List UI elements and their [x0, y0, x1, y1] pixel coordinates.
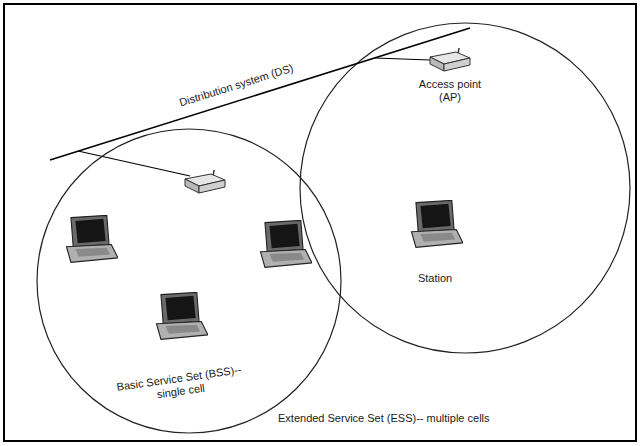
wire: [375, 58, 430, 60]
frame: [4, 4, 636, 441]
device-label: Station: [418, 272, 452, 285]
circle-outline: [37, 129, 341, 433]
device-label: Access point (AP): [413, 78, 487, 104]
set-label: Extended Service Set (ESS)-- multiple ce…: [276, 412, 492, 425]
icon: [430, 48, 470, 71]
system-label: Distribution system (DS): [176, 61, 297, 110]
icon: [411, 200, 463, 247]
laptop-icon: [66, 215, 118, 262]
laptop-icon: [156, 292, 208, 339]
access-point-icon: [428, 48, 472, 74]
cell-circle: [300, 23, 630, 353]
wire: [78, 151, 190, 176]
cell-circle: Basic Service Set (BSS)-- single cell: [36, 128, 342, 434]
distribution-line: [50, 28, 470, 160]
access-point-icon: [185, 170, 225, 193]
laptop-icon: [260, 220, 312, 267]
set-label: Basic Service Set (BSS)-- single cell: [104, 362, 256, 409]
station: Station: [400, 200, 470, 285]
laptop-icon: [407, 200, 463, 250]
text-holder: Basic Service Set (BSS)-- single cell: [104, 362, 256, 409]
access-point: Access point (AP): [400, 48, 500, 104]
